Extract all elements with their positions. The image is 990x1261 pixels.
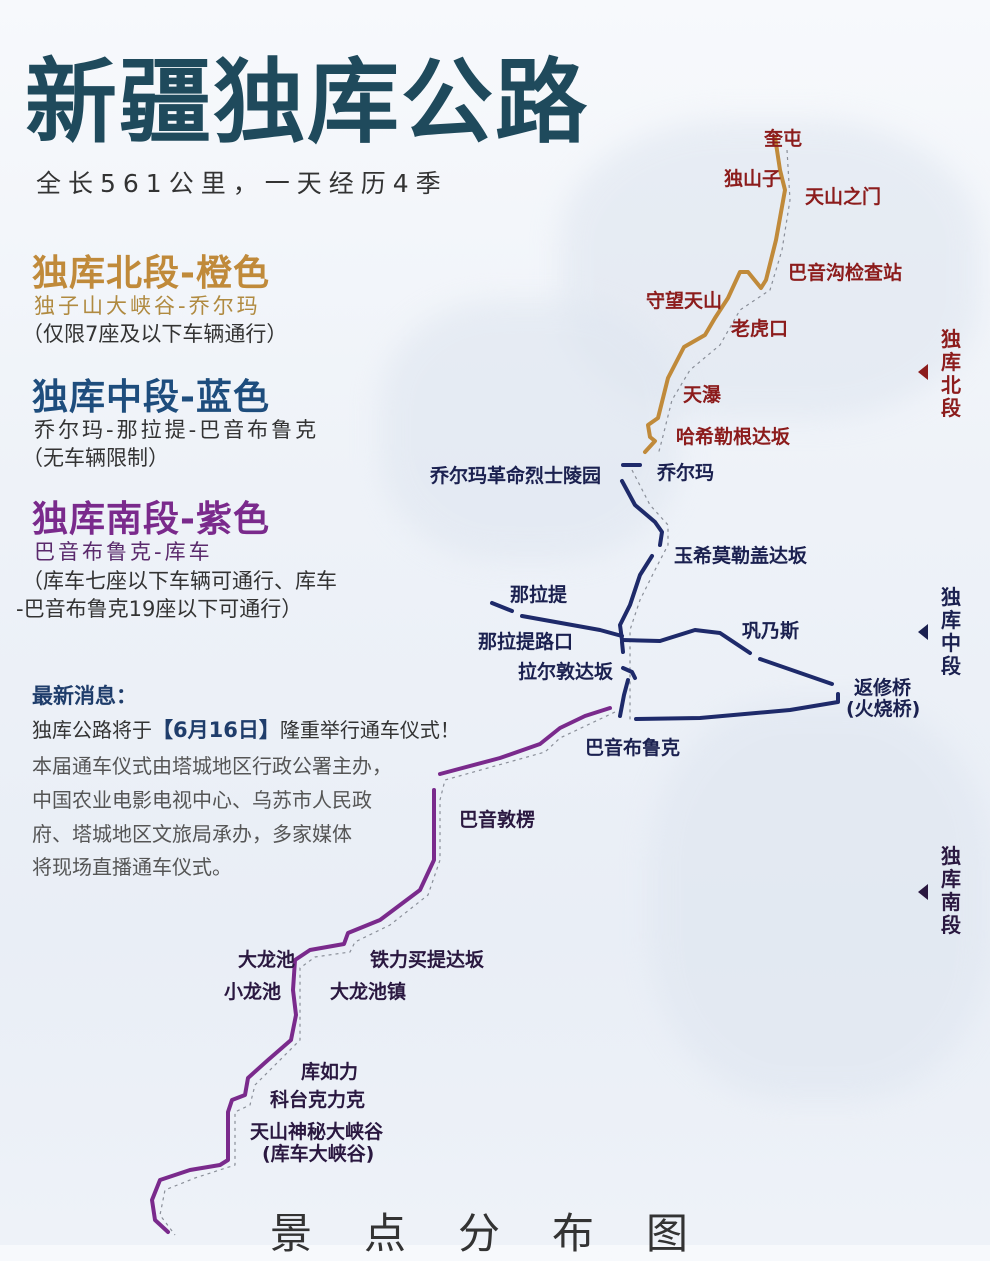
south-section-note-2: -巴音布鲁克19座以下可通行） [16,597,303,621]
map-label-laerdun-daban: 拉尔敦达坂 [518,661,614,683]
footer-caption: 景点分布图 [270,1209,741,1258]
news-line: 本届通车仪式由塔城地区行政公署主办， [32,754,392,778]
map-label-yuximolegai-daban: 玉希莫勒盖达坂 [674,545,808,567]
north-section-route: 独子山大峡谷-乔尔玛 [34,294,261,318]
news-date: 【6月16日】 [152,718,280,742]
news-heading: 最新消息： [32,684,137,708]
side-label-north: 独库北段 [941,327,961,420]
bridge-road [634,692,840,721]
map-label-kuitun: 奎屯 [764,128,803,150]
map-label-kuruli: 库如力 [301,1061,359,1083]
map-label-haxilegen-daban: 哈希勒根达坂 [676,426,791,448]
map-label-dalongchi: 大龙池 [238,949,296,971]
side-label-south: 独库南段 [941,844,961,937]
middle-section-heading: 独库中段-蓝色 [32,377,270,418]
map-label-dushanzi: 独山子 [724,168,782,190]
middle-road [618,554,654,642]
map-label-naliti: 那拉提 [510,584,568,606]
map-label-ketaikelike: 科台克力克 [270,1089,366,1111]
news-line: 将现场直播通车仪式。 [32,855,232,879]
map-label-bayinbuluke: 巴音布鲁克 [585,737,681,759]
map-label-tianshan-mystery-canyon: 天山神秘大峡谷 [250,1121,384,1143]
south-section-heading: 独库南段-紫色 [32,499,270,540]
map-label-qiaoerma-cemetery: 乔尔玛革命烈士陵园 [430,465,602,487]
map-label-kuqa-canyon: (库车大峡谷) [262,1143,375,1165]
map-label-naliti-junction: 那拉提路口 [478,631,574,653]
map-label-huoshao-bridge: (火烧桥) [846,698,921,720]
naliti-road [490,601,514,613]
map-label-xiaolongchi: 小龙池 [224,981,282,1003]
map-label-bayingou-checkpoint: 巴音沟检查站 [788,262,903,284]
map-label-gongnaisi: 巩乃斯 [742,620,800,642]
north-road [643,135,787,454]
south-road [438,706,612,776]
subtitle: 全长561公里，一天经历4季 [36,169,448,198]
north-road-dashed [657,149,791,456]
news-line: 府、塔城地区文旅局承办，多家媒体 [32,822,352,846]
map-label-qiaoerma: 乔尔玛 [657,462,715,484]
map-label-tianshan-gate: 天山之门 [805,186,882,208]
north-section-note: （仅限7座及以下车辆通行） [22,322,288,346]
side-label-middle: 独库中段 [941,585,961,678]
news-headline-pre: 独库公路将于 [32,718,152,742]
triangle-marker-icon [918,364,928,380]
triangle-marker-icon [918,884,928,900]
north-section-heading: 独库北段-橙色 [32,253,270,294]
map-label-bayindunleng: 巴音敦楞 [459,809,536,831]
map-label-shouwang-tianshan: 守望天山 [646,290,723,312]
news-headline-post: 隆重举行通车仪式！ [279,718,460,742]
middle-road [620,640,625,654]
gongnaisi-road [620,628,752,655]
middle-section-note: （无车辆限制） [22,446,169,470]
south-section-route: 巴音布鲁克-库车 [34,540,213,564]
news-line: 中国农业电影电视中心、乌苏市人民政 [32,788,372,812]
middle-road [620,479,664,547]
naliti-road [520,614,624,638]
middle-road [618,678,630,718]
map-label-fanxiu-bridge: 返修桥 [854,677,912,699]
news-headline: 独库公路将于【6月16日】隆重举行通车仪式！ [32,714,460,744]
south-section-note: （库车七座以下车辆可通行、库车 [22,569,337,593]
map-label-dalongchi-town: 大龙池镇 [330,981,407,1003]
triangle-marker-icon [918,624,928,640]
map-label-tielimaiti-daban: 铁力买提达坂 [370,949,485,971]
middle-road [621,666,637,680]
south-road-dashed [159,711,616,1236]
page-title: 新疆独库公路 [25,49,590,156]
middle-section-route: 乔尔玛-那拉提-巴音布鲁克 [34,418,320,442]
map-label-laohukou: 老虎口 [731,318,789,340]
south-road [150,788,436,1234]
map-label-tianpu: 天瀑 [683,384,722,406]
gongnaisi-road [758,657,834,686]
